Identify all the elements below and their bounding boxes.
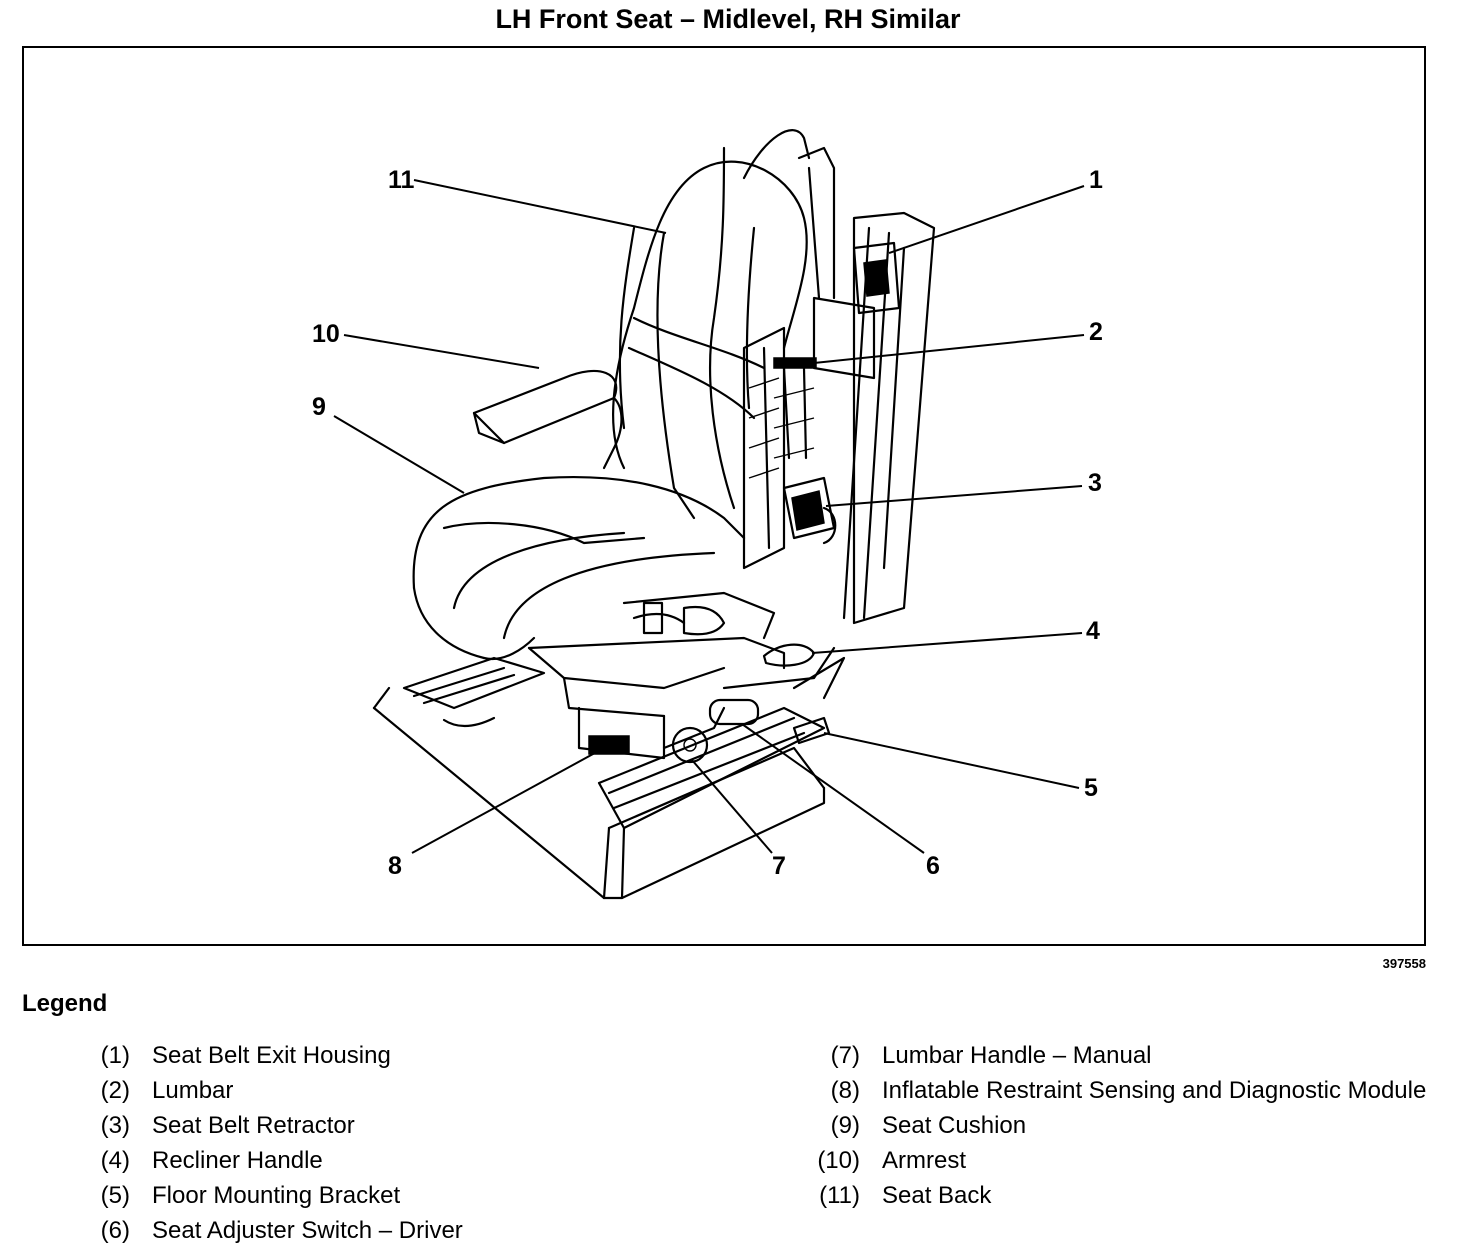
callout-10: 10 (312, 320, 340, 348)
legend-item: (5) Floor Mounting Bracket (60, 1180, 760, 1211)
lumbar-element (773, 357, 817, 460)
callout-3: 3 (1088, 469, 1102, 497)
legend-number: (11) (819, 1182, 860, 1209)
seat-cushion (412, 475, 746, 661)
leader-5 (823, 732, 1080, 789)
seat-belt-retractor (782, 476, 837, 545)
callout-5: 5 (1084, 774, 1098, 802)
legend-label: Seat Belt Exit Housing (152, 1042, 391, 1069)
callout-11: 11 (388, 166, 415, 194)
seat-adjuster-switch (708, 698, 760, 726)
seat-adjuster-mechanism (527, 591, 836, 760)
leader-6 (741, 723, 925, 854)
armrest (472, 369, 623, 470)
callout-6: 6 (926, 852, 940, 880)
legend-item: (10) Armrest (790, 1145, 1430, 1176)
legend-item: (4) Recliner Handle (60, 1145, 760, 1176)
legend-label: Seat Belt Retractor (152, 1112, 355, 1139)
diagram-frame: 1 2 3 4 5 6 7 8 9 10 11 (22, 46, 1426, 946)
legend-number: (2) (100, 1077, 130, 1104)
seat-belt-exit-housing (852, 241, 901, 315)
legend-label: Inflatable Restraint Sensing and Diagnos… (882, 1077, 1427, 1104)
legend-number: (9) (830, 1112, 860, 1139)
legend-number: (1) (100, 1042, 130, 1069)
legend-item: (3) Seat Belt Retractor (60, 1110, 760, 1141)
legend-item: (7) Lumbar Handle – Manual (790, 1040, 1430, 1071)
callout-8: 8 (388, 852, 402, 880)
legend-label: Lumbar Handle – Manual (882, 1042, 1152, 1069)
callout-4: 4 (1086, 617, 1100, 645)
legend-number: (3) (100, 1112, 130, 1139)
legend-number: (10) (817, 1147, 860, 1174)
left-floor-track (402, 656, 546, 728)
legend-label: Recliner Handle (152, 1147, 323, 1174)
callout-9: 9 (312, 393, 326, 421)
seat-illustration: 1 2 3 4 5 6 7 8 9 10 11 (312, 129, 1103, 900)
floor-mounting-bracket (792, 716, 831, 745)
leader-3 (825, 485, 1083, 507)
legend-right-column: (7) Lumbar Handle – Manual (8) Inflatabl… (790, 1040, 1430, 1215)
legend-item: (9) Seat Cushion (790, 1110, 1430, 1141)
seat-back (611, 129, 811, 520)
seat-frame (742, 211, 936, 625)
lumbar-handle-knob (671, 726, 709, 764)
legend-label: Lumbar (152, 1077, 234, 1104)
leader-8 (411, 747, 605, 854)
legend-number: (7) (830, 1042, 860, 1069)
figure-id: 397558 (1382, 956, 1426, 971)
legend-item: (8) Inflatable Restraint Sensing and Dia… (790, 1075, 1430, 1106)
legend-number: (5) (100, 1182, 130, 1209)
legend-label: Seat Adjuster Switch – Driver (152, 1217, 463, 1244)
right-floor-track (597, 656, 846, 830)
callout-1: 1 (1089, 166, 1103, 194)
headrest-rods (797, 146, 876, 380)
leader-7 (691, 759, 773, 854)
leader-1 (888, 185, 1085, 254)
legend-label: Floor Mounting Bracket (152, 1182, 401, 1209)
legend-item: (1) Seat Belt Exit Housing (60, 1040, 760, 1071)
legend-number: (4) (100, 1147, 130, 1174)
legend-item: (2) Lumbar (60, 1075, 760, 1106)
legend-label: Seat Back (882, 1182, 992, 1209)
leader-4 (811, 632, 1083, 654)
callout-leaders (333, 179, 1085, 854)
legend-item: (11) Seat Back (790, 1180, 1430, 1211)
diagram-title: LH Front Seat – Midlevel, RH Similar (495, 4, 961, 34)
legend-number: (8) (830, 1077, 860, 1104)
legend-number: (6) (100, 1217, 130, 1244)
leader-10 (343, 334, 540, 369)
leader-2 (813, 334, 1085, 364)
leader-11 (413, 179, 667, 234)
leader-9 (333, 415, 465, 494)
legend-title: Legend (22, 990, 108, 1017)
legend-item: (6) Seat Adjuster Switch – Driver (60, 1215, 760, 1246)
legend-label: Seat Cushion (882, 1112, 1027, 1139)
legend-label: Armrest (882, 1147, 966, 1174)
callout-2: 2 (1089, 318, 1103, 346)
callout-numbers: 1 2 3 4 5 6 7 8 9 10 11 (312, 166, 1103, 880)
legend-left-column: (1) Seat Belt Exit Housing (2) Lumbar (3… (60, 1040, 760, 1250)
callout-7: 7 (772, 852, 786, 880)
